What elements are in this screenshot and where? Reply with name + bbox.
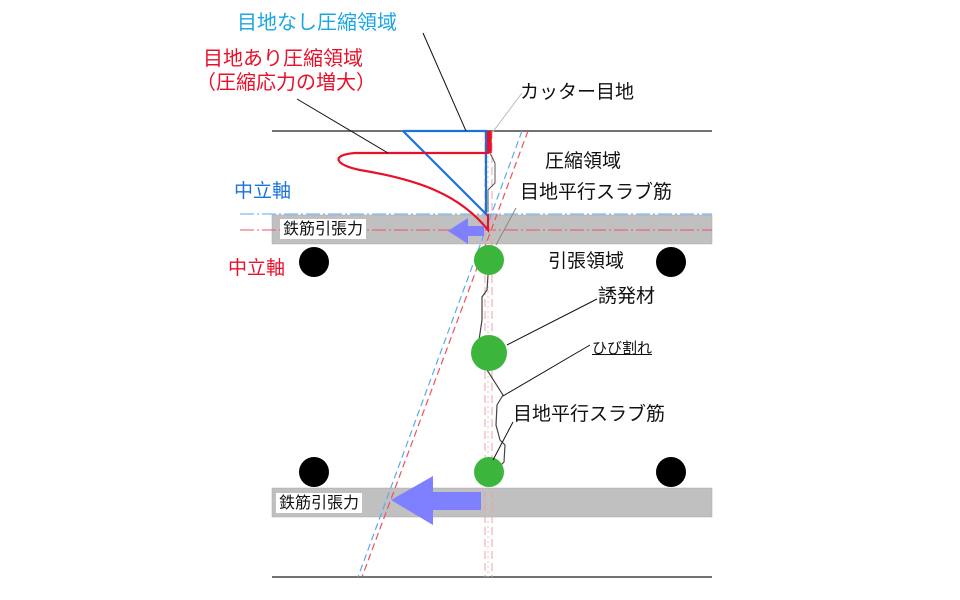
label-rebar-tension-bottom: 鉄筋引張力 bbox=[276, 493, 363, 514]
label-joint-compression: 目地あり圧縮領域 bbox=[203, 46, 363, 70]
rebar-circle-top-right bbox=[656, 247, 686, 277]
leader-no-joint bbox=[422, 32, 467, 132]
parallel-rebar-circle-bottom bbox=[474, 457, 504, 487]
rebar-circle-top-left bbox=[299, 247, 329, 277]
leader-joint bbox=[296, 98, 389, 154]
tension-arrow-bottom bbox=[391, 476, 481, 525]
rebar-circle-bottom-left bbox=[299, 457, 329, 487]
rotation-line-blue bbox=[357, 130, 523, 578]
tension-arrow-top bbox=[448, 218, 484, 244]
label-parallel-rebar-bottom: 目地平行スラブ筋 bbox=[513, 403, 666, 425]
label-inducer: 誘発材 bbox=[598, 285, 656, 307]
inducer-circle bbox=[471, 335, 507, 371]
leader-parallel-top bbox=[495, 207, 517, 246]
label-neutral-axis-blue: 中立軸 bbox=[234, 180, 292, 202]
leader-cutter bbox=[491, 92, 523, 134]
leader-inducer bbox=[506, 298, 598, 346]
leader-crack bbox=[502, 344, 591, 397]
no-joint-compression-triangle bbox=[402, 129, 488, 217]
cutter-joint-crack bbox=[487, 152, 496, 212]
label-crack: ひび割れ bbox=[592, 339, 653, 357]
crack-path bbox=[478, 274, 506, 478]
label-neutral-axis-red: 中立軸 bbox=[228, 257, 286, 279]
label-tension-zone: 引張領域 bbox=[548, 250, 625, 272]
label-compression-zone: 圧縮領域 bbox=[545, 150, 622, 172]
label-no-joint-compression: 目地なし圧縮領域 bbox=[237, 10, 397, 34]
rebar-circle-bottom-right bbox=[656, 457, 686, 487]
rotation-line-red bbox=[361, 130, 529, 578]
joint-compression-curve bbox=[337, 131, 490, 234]
label-joint-compression-note: （圧縮応力の増大） bbox=[196, 70, 376, 94]
leader-parallel-bottom bbox=[492, 421, 514, 461]
parallel-rebar-circle-top bbox=[474, 245, 504, 275]
label-rebar-tension-top: 鉄筋引張力 bbox=[280, 219, 367, 240]
label-parallel-rebar-top: 目地平行スラブ筋 bbox=[520, 181, 673, 203]
label-cutter-joint: カッター目地 bbox=[520, 81, 635, 103]
